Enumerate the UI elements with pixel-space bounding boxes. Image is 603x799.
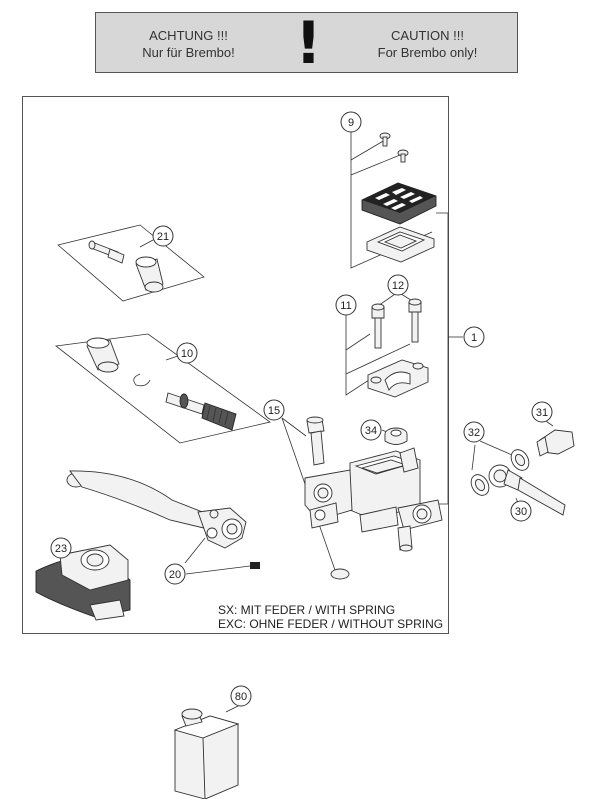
caution-subtitle-de: Nur für Brembo! [142, 45, 235, 60]
brake-lever [66, 470, 260, 575]
bolt-nut [330, 568, 350, 580]
kit-pin [88, 240, 125, 264]
callout-10: 10 [176, 342, 198, 364]
part-1-bracket-lead [436, 212, 449, 505]
caution-banner: ACHTUNG !!! Nur für Brembo! ! CAUTION !!… [95, 12, 518, 73]
svg-text:1: 1 [471, 332, 477, 344]
callout-9: 9 [340, 111, 362, 133]
callout-11: 11 [335, 294, 357, 316]
svg-text:34: 34 [365, 425, 377, 437]
part-20-spring [250, 562, 260, 569]
reservoir-diaphragm [366, 226, 435, 263]
part-34-cap [381, 427, 408, 445]
part-10-piston-spring-tray [55, 333, 271, 444]
caution-subtitle-en: For Brembo only! [377, 45, 478, 60]
callout-12: 12 [387, 274, 409, 296]
callout-20: 20 [164, 563, 186, 585]
callout-34: 34 [360, 419, 382, 441]
caution-text-german: ACHTUNG !!! Nur für Brembo! [96, 27, 281, 61]
svg-text:30: 30 [515, 506, 527, 518]
svg-text:32: 32 [468, 427, 480, 439]
callout-1: 1 [463, 326, 485, 348]
svg-text:31: 31 [536, 407, 548, 419]
parts-frame [22, 96, 449, 634]
note-line-exc: EXC: OHNE FEDER / WITHOUT SPRING [218, 617, 444, 631]
part-32-washers [470, 440, 530, 496]
part-1-master-cylinder [304, 447, 443, 552]
clamp-screw-2 [408, 298, 422, 343]
part-31-banjo-bolt [536, 418, 575, 457]
svg-text:20: 20 [169, 569, 181, 581]
cover-screw-1 [379, 132, 391, 147]
caution-title-en: CAUTION !!! [391, 28, 464, 43]
callout-21: 21 [152, 225, 174, 247]
caution-text-english: CAUTION !!! For Brembo only! [336, 27, 519, 61]
clamp-screw-1 [371, 303, 385, 349]
exclamation-icon: ! [295, 9, 322, 77]
callout-31: 31 [531, 401, 553, 423]
handlebar-clamp [367, 359, 429, 398]
callout-80: 80 [230, 685, 252, 707]
part-11-12-clamp-and-screws [345, 291, 429, 398]
kit-circlip [133, 373, 151, 387]
reservoir-cover [361, 182, 437, 225]
caution-title-de: ACHTUNG !!! [149, 28, 228, 43]
part-80-brake-fluid-bottle [173, 704, 241, 799]
svg-text:11: 11 [340, 300, 351, 312]
svg-text:10: 10 [181, 348, 193, 360]
svg-text:15: 15 [268, 405, 280, 417]
svg-text:23: 23 [55, 543, 67, 555]
spring-note: SX: MIT FEDER / WITH SPRING EXC: OHNE FE… [218, 603, 443, 631]
svg-text:21: 21 [157, 231, 169, 243]
callout-30: 30 [510, 500, 532, 522]
kit-cup [135, 256, 164, 293]
svg-text:12: 12 [392, 280, 404, 292]
part-21-piston-kit-tray [57, 224, 205, 302]
callout-23: 23 [50, 537, 72, 559]
part-30-brake-line [488, 464, 566, 516]
kit-piston-spring [165, 392, 237, 431]
cover-screw-2 [397, 149, 409, 163]
svg-text:80: 80 [235, 691, 247, 703]
callout-32: 32 [463, 421, 485, 443]
kit-boot [86, 337, 120, 373]
part-9-reservoir-cover-group [350, 132, 437, 269]
note-line-sx: SX: MIT FEDER / WITH SPRING [218, 603, 396, 617]
svg-text:9: 9 [348, 117, 354, 129]
part-23-lever-guard [35, 544, 131, 621]
callout-15: 15 [263, 399, 285, 421]
